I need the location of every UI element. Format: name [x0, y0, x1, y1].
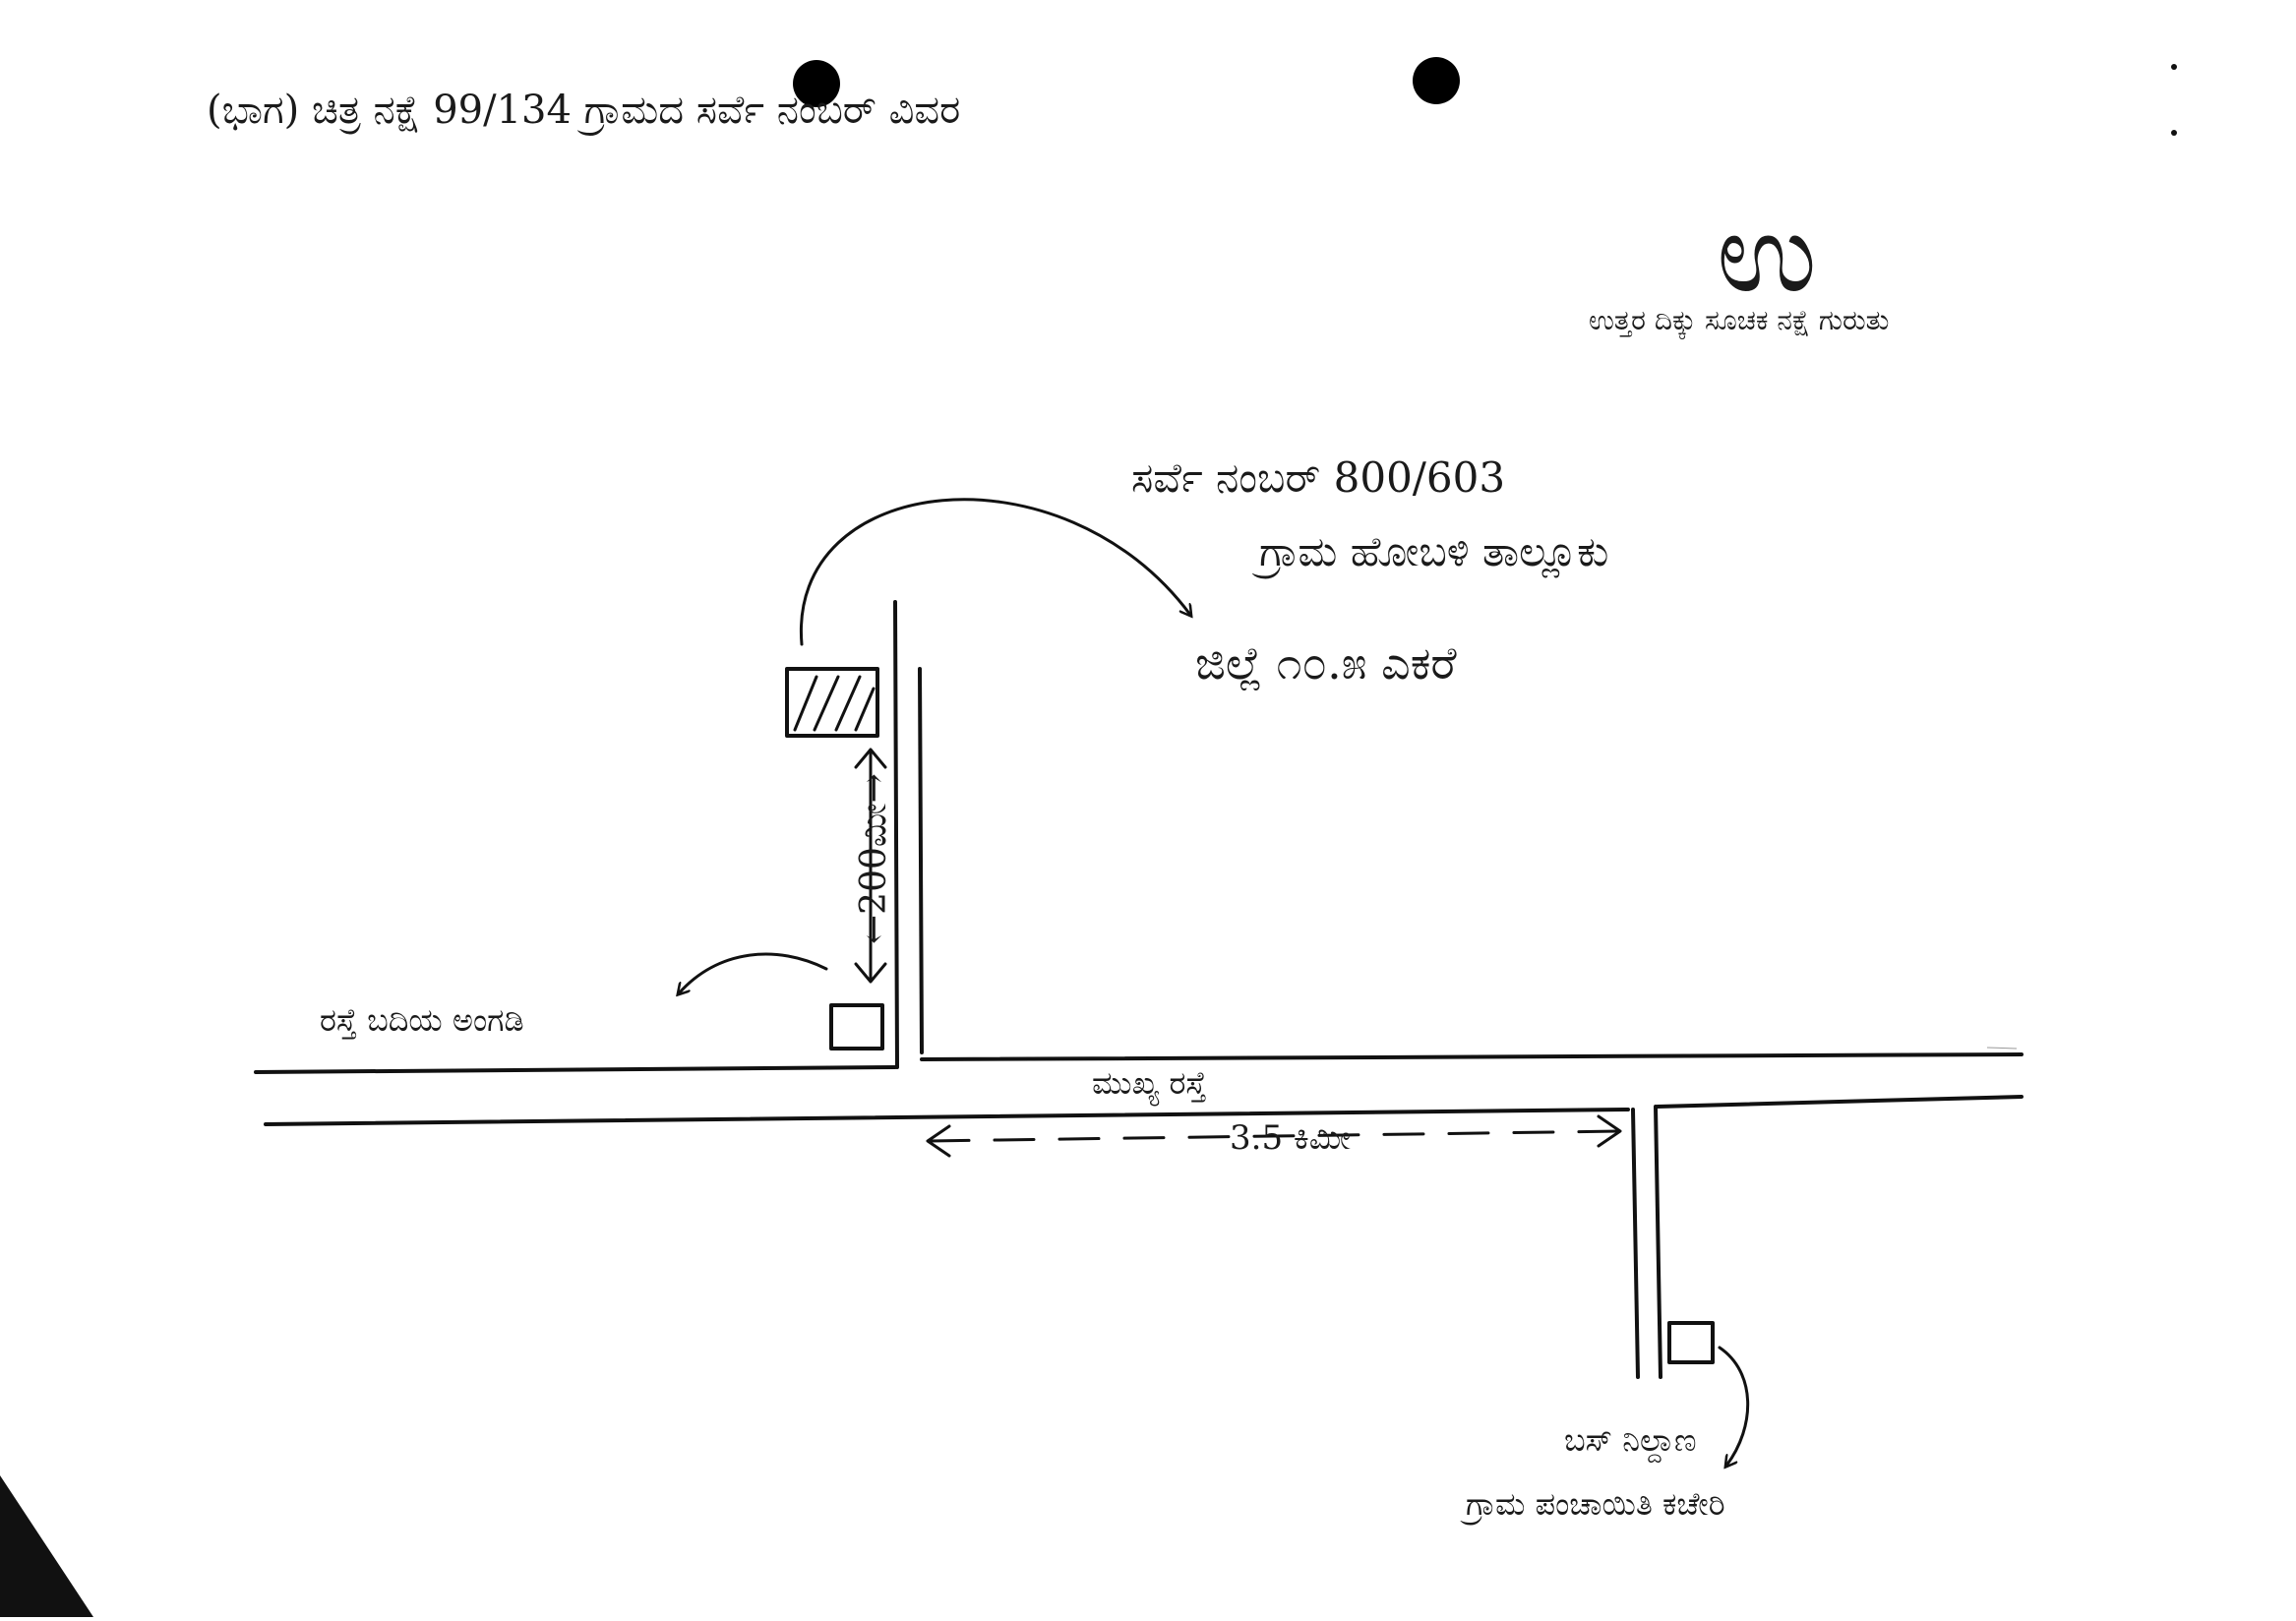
north-marker-label: ಉತ್ತರ ದಿಕ್ಕು ಸೂಚಕ ನಕ್ಷೆ ಗುರುತು	[1589, 304, 1889, 339]
punch-hole-left	[793, 60, 840, 107]
destination-line1: ಸರ್ವೆ ನಂಬರ್ 800/603	[1131, 453, 1505, 502]
vertical-road-edge-left	[893, 600, 899, 1069]
destination-line2: ಗ್ರಾಮ ಹೋಬಳಿ ತಾಲ್ಲೂಕು	[1251, 527, 1609, 579]
junction-shop-box	[829, 1003, 884, 1051]
punch-hole-right	[1413, 57, 1460, 104]
main-road-edge-bottom	[264, 1108, 1630, 1126]
edge-mark-bottom	[2171, 130, 2177, 136]
main-road-edge-top-left	[254, 1065, 897, 1074]
corner-fold	[0, 1475, 93, 1617]
main-road-edge-bottom-right	[1656, 1095, 2024, 1109]
vertical-road-edge-right	[918, 667, 924, 1054]
bus-stop-arrow	[1718, 1346, 1750, 1466]
horizontal-distance-label: 3.5 ಕಿಮೀ	[1230, 1118, 1351, 1158]
lower-road-edge-right	[1654, 1105, 1662, 1379]
scan-mark	[1986, 1047, 2018, 1050]
bus-stop-label-line1: ಬಸ್ ನಿಲ್ದಾಣ	[1564, 1421, 1697, 1463]
destination-line3: ಜಿಲ್ಲೆ ೧೦.೫ ಎಕರೆ	[1195, 636, 1457, 690]
junction-shop-label: ರಸ್ತೆ ಬದಿಯ ಅಂಗಡಿ	[320, 1001, 524, 1039]
edge-mark-top	[2171, 64, 2177, 70]
bus-stop-box	[1667, 1321, 1715, 1364]
junction-shop-arrow	[679, 952, 828, 993]
heading-line: (ಭಾಗ) ಚಿತ್ರ ನಕ್ಷೆ 99/134 ಗ್ರಾಮದ ಸರ್ವೆ ನಂ…	[207, 88, 960, 136]
vertical-distance-label: ←200ಮೀ→	[854, 773, 894, 944]
target-plot	[785, 667, 879, 738]
horizontal-distance-arrow	[928, 1129, 1620, 1143]
bus-stop-label-line2: ಗ್ರಾಮ ಪಂಚಾಯಿತಿ ಕಚೇರಿ	[1460, 1485, 1725, 1525]
north-marker-symbol: ಉ	[1717, 190, 1817, 316]
main-road-label: ಮುಖ್ಯ ರಸ್ತೆ	[1092, 1064, 1206, 1107]
lower-road-edge-left	[1631, 1108, 1640, 1379]
destination-pointer-arrow	[800, 498, 1190, 646]
main-road-edge-top-right	[920, 1052, 2024, 1061]
